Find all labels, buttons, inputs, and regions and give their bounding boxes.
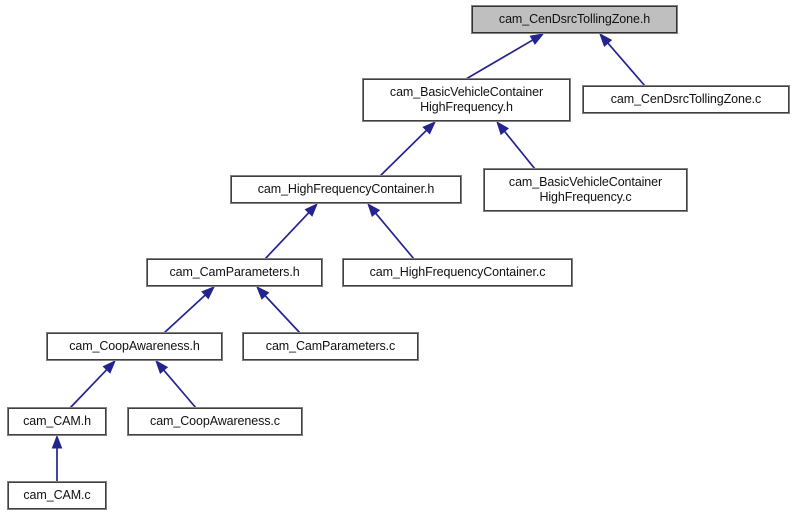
graph-edge-arrowhead xyxy=(102,359,116,374)
graph-edge xyxy=(465,39,534,80)
graph-node-high-frequency-container-h[interactable]: cam_HighFrequencyContainer.h xyxy=(230,175,462,204)
graph-edge-arrowhead xyxy=(155,359,169,374)
graph-node-label: cam_HighFrequencyContainer.h xyxy=(257,182,435,196)
graph-edge-arrowhead xyxy=(599,32,613,47)
graph-node-label: cam_CAM.c xyxy=(23,488,91,502)
graph-edge xyxy=(163,294,206,334)
graph-edge xyxy=(264,212,310,260)
graph-node-label: cam_BasicVehicleContainer HighFrequency.… xyxy=(508,175,663,204)
graph-node-label: cam_CAM.h xyxy=(23,414,91,428)
graph-node-cam-parameters-c[interactable]: cam_CamParameters.c xyxy=(242,332,419,361)
graph-edge xyxy=(264,295,301,334)
graph-node-cam-h[interactable]: cam_CAM.h xyxy=(7,407,107,436)
graph-node-label: cam_CoopAwareness.h xyxy=(69,339,200,353)
graph-edge-arrowhead xyxy=(201,286,216,300)
graph-edge-arrowhead xyxy=(529,33,545,45)
graph-node-label: cam_CamParameters.h xyxy=(169,265,300,279)
graph-node-basic-vehicle-container-high-frequency-h[interactable]: cam_BasicVehicleContainer HighFrequency.… xyxy=(362,78,571,122)
graph-edge-arrowhead xyxy=(256,285,270,300)
graph-node-cam-parameters-h[interactable]: cam_CamParameters.h xyxy=(146,258,323,287)
graph-node-coop-awareness-h[interactable]: cam_CoopAwareness.h xyxy=(46,332,223,361)
graph-node-label: cam_CoopAwareness.c xyxy=(150,414,280,428)
graph-node-coop-awareness-c[interactable]: cam_CoopAwareness.c xyxy=(127,407,303,436)
graph-node-cen-dsrc-tolling-zone-c[interactable]: cam_CenDsrcTollingZone.c xyxy=(582,85,790,114)
graph-edge-arrowhead xyxy=(367,202,381,218)
graph-edge xyxy=(379,129,428,177)
graph-node-basic-vehicle-container-high-frequency-c[interactable]: cam_BasicVehicleContainer HighFrequency.… xyxy=(483,168,688,212)
graph-node-cen-dsrc-tolling-zone-h[interactable]: cam_CenDsrcTollingZone.h xyxy=(471,5,678,34)
graph-edge-arrowhead xyxy=(422,121,436,135)
graph-edge-arrowhead xyxy=(496,120,510,136)
graph-node-label: cam_HighFrequencyContainer.c xyxy=(369,265,546,279)
graph-node-label: cam_CenDsrcTollingZone.c xyxy=(610,92,762,106)
graph-node-label: cam_CamParameters.c xyxy=(265,339,396,353)
graph-edge xyxy=(503,130,536,170)
graph-node-label: cam_CenDsrcTollingZone.h xyxy=(498,12,651,26)
graph-edge xyxy=(607,42,646,87)
graph-node-cam-c[interactable]: cam_CAM.c xyxy=(7,481,107,510)
graph-edge-arrowhead xyxy=(51,434,63,449)
graph-edge xyxy=(163,369,197,409)
graph-node-label: cam_BasicVehicleContainer HighFrequency.… xyxy=(389,85,544,114)
graph-edge xyxy=(375,212,415,260)
graph-node-high-frequency-container-c[interactable]: cam_HighFrequencyContainer.c xyxy=(342,258,573,287)
graph-edge xyxy=(69,369,108,409)
graph-edge-arrowhead xyxy=(304,202,318,217)
